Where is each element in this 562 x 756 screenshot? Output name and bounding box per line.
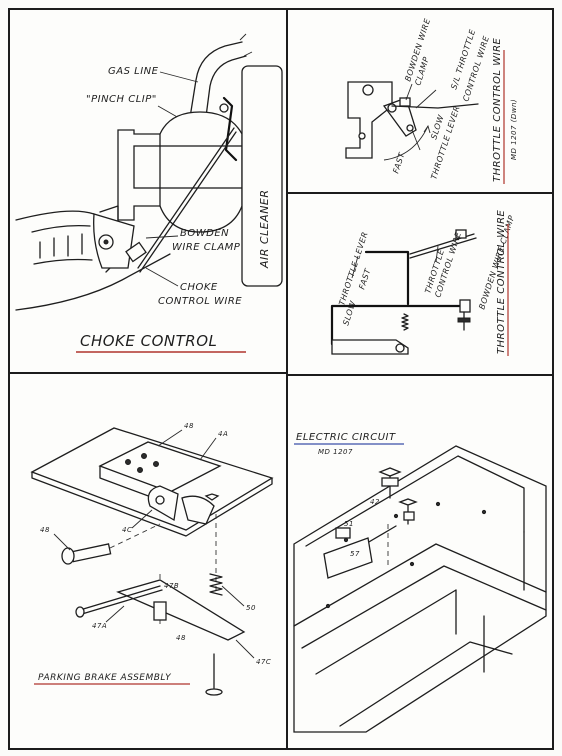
panel-electric-circuit: ELECTRIC CIRCUIT MD 1207 — [286, 374, 554, 750]
air-cleaner — [241, 65, 283, 287]
electric-subtitle: MD 1207 — [318, 448, 353, 456]
throttle-bracket — [345, 81, 393, 159]
rod-47b — [79, 585, 161, 611]
throttle-lever-arm — [364, 250, 410, 306]
callout-57: 57 — [350, 550, 360, 558]
callout-47c: 47C — [256, 658, 271, 666]
mounting-plate — [93, 213, 135, 269]
callout-50: 50 — [246, 604, 256, 612]
linkage-rod — [330, 304, 466, 346]
callout-47a: 47A — [92, 622, 107, 630]
throttle-mid-title: THROTTLE CONTROL WIRE — [496, 209, 507, 354]
electric-title: ELECTRIC CIRCUIT — [296, 432, 396, 443]
choke-wire-label-2: CONTROL WIRE — [158, 296, 242, 307]
fast-label: FAST — [357, 267, 372, 291]
pinch-clip-label: "PINCH CLIP" — [86, 94, 157, 105]
ignition-switch — [381, 477, 399, 487]
bowden-wire-clamp — [399, 97, 411, 107]
bowden-clamp-label-2: WIRE CLAMP — [172, 242, 241, 253]
parking-brake-title: PARKING BRAKE ASSEMBLY — [38, 673, 172, 683]
spring-50 — [209, 573, 223, 596]
terminal-block — [403, 511, 415, 521]
callout-48-lower: 48 — [176, 634, 186, 642]
return-spring — [401, 313, 409, 331]
bowden-clamp-label-1: BOWDEN — [180, 228, 229, 239]
fast-label: FAST — [391, 151, 406, 175]
choke-wire-label-1: CHOKE — [180, 282, 218, 293]
callout-51: 51 — [344, 520, 354, 528]
callout-47b: 47B — [164, 582, 179, 590]
choke-diagram: AIR CLEANER GAS LINE "PINCH CLIP" — [15, 33, 283, 353]
parking-brake-diagram: 48 4A 48 4C 47B 47A 50 48 47C PARKING BR… — [30, 422, 274, 696]
gas-line-pipe — [187, 41, 243, 131]
callout-4c: 4C — [122, 526, 132, 534]
electric-diagram: ELECTRIC CIRCUIT MD 1207 — [293, 432, 547, 733]
throttle-wire — [391, 103, 479, 109]
bowden-wire-clamp — [125, 241, 147, 263]
callout-42: 42 — [370, 498, 380, 506]
throttle-top-diagram: BOWDEN WIRE CLAMP S/L THROTTLE CONTROL W… — [345, 17, 518, 184]
throttle-lever-label: THROTTLE LEVER — [429, 104, 461, 180]
throttle-top-title: THROTTLE CONTROL WIRE — [492, 37, 503, 182]
air-cleaner-label: AIR CLEANER — [258, 189, 271, 269]
throttle-top-subtitle: MD 1207 (Dwn) — [510, 99, 518, 160]
panel-choke-control: AIR CLEANER GAS LINE "PINCH CLIP" — [8, 8, 288, 374]
plate-57 — [323, 537, 373, 579]
chassis-body — [293, 445, 547, 733]
panel-parking-brake: 48 4A 48 4C 47B 47A 50 48 47C PARKING BR… — [8, 372, 288, 750]
choke-control-title: CHOKE CONTROL — [80, 332, 217, 350]
throttle-mid-diagram: THROTTLE LEVER FAST SLOW THROTTLE CONTRO… — [330, 209, 516, 356]
lever-47a — [116, 579, 246, 641]
base-plate — [331, 339, 409, 355]
callout-4a: 4A — [218, 430, 228, 438]
switch-nut — [378, 467, 402, 477]
wing-nut — [204, 493, 220, 501]
gas-line-label: GAS LINE — [108, 66, 159, 77]
callout-48: 48 — [184, 422, 194, 430]
bracket-48 — [98, 441, 222, 493]
choke-lever — [222, 96, 238, 162]
callout-48b: 48 — [40, 526, 50, 534]
panel-throttle-mid: THROTTLE LEVER FAST SLOW THROTTLE CONTRO… — [286, 192, 554, 376]
choke-control-wire — [137, 127, 235, 269]
bowden-wire-clamp — [455, 229, 467, 239]
panel-throttle-top: BOWDEN WIRE CLAMP S/L THROTTLE CONTROL W… — [286, 8, 554, 194]
pin-48 — [70, 543, 112, 563]
